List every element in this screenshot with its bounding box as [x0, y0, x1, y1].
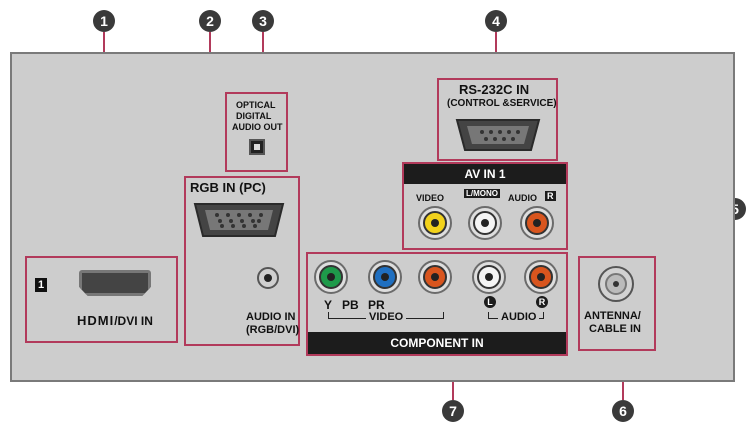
antenna-connector-pin	[613, 281, 619, 287]
hdmi-port-number: 1	[35, 278, 47, 292]
component-pr-label: PR	[368, 298, 385, 312]
component-y-jack-hole	[327, 273, 335, 281]
hdmi-label-suffix: /DVI IN	[114, 314, 153, 328]
av-video-jack[interactable]	[418, 206, 452, 240]
component-y-label: Y	[324, 298, 333, 312]
component-audio-left-jack-ring	[477, 265, 501, 289]
component-pr-jack[interactable]	[418, 260, 452, 294]
component-audio-right-jack-hole	[537, 273, 545, 281]
av-video-jack-hole	[431, 219, 439, 227]
component-audio-right-jack-ring	[529, 265, 553, 289]
av-audio-right-jack-hole	[533, 219, 541, 227]
antenna-connector[interactable]	[598, 266, 634, 302]
optical-section: OPTICAL DIGITAL AUDIO OUT	[225, 92, 288, 172]
rgb-audio-jack-hole	[264, 274, 272, 282]
component-pb-label: PB	[342, 298, 359, 312]
av-audio-right-jack[interactable]	[520, 206, 554, 240]
component-pr-jack-hole	[431, 273, 439, 281]
av-in-title: AV IN 1	[404, 164, 566, 184]
component-audio-label: AUDIO	[498, 311, 540, 323]
component-audio-left-jack[interactable]	[472, 260, 506, 294]
optical-line-3: AUDIO OUT	[232, 122, 283, 132]
optical-line-1: OPTICAL	[236, 100, 276, 110]
optical-port[interactable]	[249, 139, 265, 155]
hdmi-section: 1 HDMI/DVI IN	[25, 256, 178, 343]
callout-2: 2	[199, 10, 221, 32]
callout-3: 3	[252, 10, 274, 32]
av-mono-label: L/MONO	[464, 189, 500, 198]
rgb-audio-label-2: (RGB/DVI)	[246, 324, 300, 336]
optical-line-2: DIGITAL	[236, 111, 272, 121]
av-audio-label: AUDIO	[508, 193, 537, 203]
callout-4: 4	[485, 10, 507, 32]
component-r-label: R	[536, 296, 548, 308]
component-l-label: L	[484, 296, 496, 308]
antenna-section: ANTENNA/ CABLE IN	[578, 256, 656, 351]
rs232-port[interactable]	[453, 116, 543, 154]
rgb-audio-label-1: AUDIO IN	[246, 311, 296, 323]
rs232-section: RS-232C IN (CONTROL &SERVICE)	[437, 78, 558, 161]
component-title: COMPONENT IN	[308, 332, 566, 354]
component-audio-left-jack-hole	[485, 273, 493, 281]
hdmi-port[interactable]	[79, 270, 151, 296]
callout-1: 1	[93, 10, 115, 32]
antenna-line-1: ANTENNA/	[584, 310, 641, 322]
av-video-label: VIDEO	[416, 193, 445, 203]
av-audio-left-jack[interactable]	[468, 206, 502, 240]
antenna-line-2: CABLE IN	[589, 323, 641, 335]
callout-6: 6	[612, 400, 634, 422]
hdmi-label: HDMI/DVI IN	[77, 313, 153, 328]
rs232-title: RS-232C IN	[459, 82, 530, 97]
av-in-section: AV IN 1 VIDEO L/MONO AUDIO R	[402, 162, 568, 250]
av-right-label: R	[545, 191, 556, 201]
component-section: Y PB PR VIDEO L R AUDIO COMPONENT IN	[306, 252, 568, 356]
component-pb-jack[interactable]	[368, 260, 402, 294]
optical-port-window	[254, 144, 260, 150]
component-pb-jack-hole	[381, 273, 389, 281]
rgb-audio-jack[interactable]	[257, 267, 279, 289]
rs232-subtitle: (CONTROL &SERVICE)	[447, 98, 557, 109]
component-y-jack[interactable]	[314, 260, 348, 294]
rgb-section: RGB IN (PC) AUDIO IN (RGB/DVI)	[184, 176, 300, 346]
callout-7: 7	[442, 400, 464, 422]
vga-port[interactable]	[191, 200, 287, 240]
rear-panel	[10, 52, 735, 382]
component-video-label: VIDEO	[366, 311, 407, 323]
hdmi-logo-text: HDMI	[77, 313, 115, 328]
av-audio-left-jack-hole	[481, 219, 489, 227]
rgb-title: RGB IN (PC)	[190, 180, 266, 195]
component-pr-jack-ring	[423, 265, 447, 289]
component-audio-right-jack[interactable]	[524, 260, 558, 294]
